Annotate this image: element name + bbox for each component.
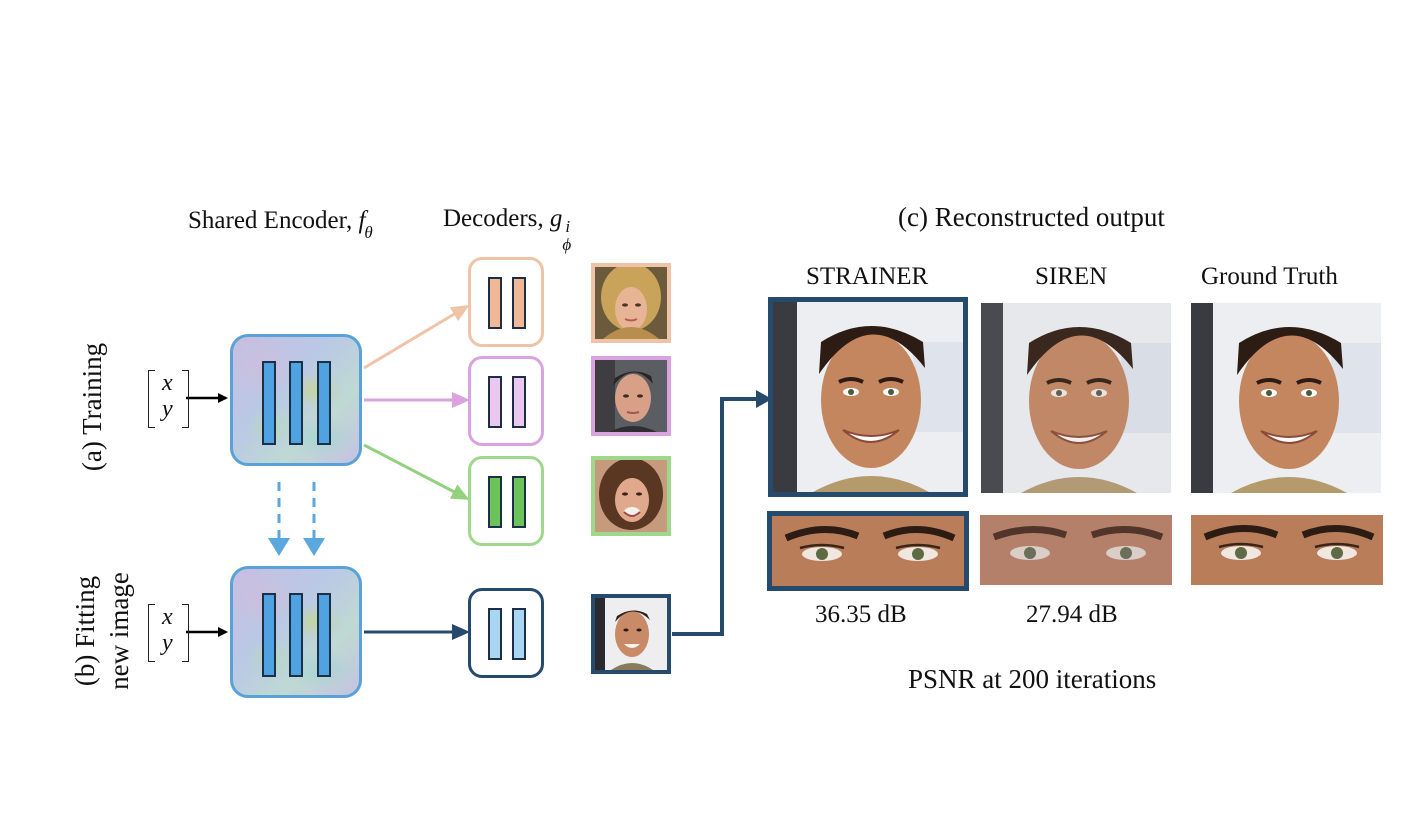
arrow-to-reconstruction-head — [756, 390, 772, 408]
column-title-ground-truth: Ground Truth — [1201, 263, 1338, 290]
decoder-2 — [468, 356, 544, 446]
column-title-siren: SIREN — [1035, 263, 1108, 290]
decoder-layer — [488, 376, 502, 428]
arrow-to-reconstruction — [672, 397, 766, 636]
coord-input-fitting: x y — [148, 604, 189, 662]
coord-input-training: x y — [148, 370, 189, 428]
decoder-new — [468, 588, 544, 678]
decoder-layer — [488, 277, 502, 329]
dashed-arrow-left-head — [268, 538, 290, 556]
reconstructed-header: (c) Reconstructed output — [898, 202, 1165, 232]
decoders-subscript: ϕ — [562, 235, 572, 254]
shared-encoder-fitting — [230, 566, 362, 698]
decoder-3 — [468, 456, 544, 546]
ground-truth-face — [1191, 303, 1381, 493]
strainer-eye-crop — [767, 511, 969, 591]
coord-x: x — [162, 604, 173, 630]
decoder-layer — [488, 608, 502, 660]
coord-x: x — [162, 370, 173, 396]
new-face-input — [591, 594, 671, 674]
encoder-layer — [289, 361, 303, 445]
row-label-fitting-line2: new image — [104, 572, 134, 690]
encoder-layer — [289, 593, 303, 677]
decoder-layer — [512, 376, 526, 428]
dashed-arrow-right-head — [303, 538, 325, 556]
decoder-layer — [512, 277, 526, 329]
decoder-layer — [488, 476, 502, 528]
encoder-layer — [317, 361, 331, 445]
siren-output-face — [981, 303, 1171, 493]
arrow-to-decoder-1 — [363, 304, 470, 370]
decoders-superscript: i — [565, 217, 571, 236]
encoder-layer — [317, 593, 331, 677]
siren-eye-crop — [980, 515, 1172, 585]
psnr-caption: PSNR at 200 iterations — [908, 664, 1157, 694]
decoders-symbol: g — [549, 205, 563, 232]
shared-encoder-training — [230, 334, 362, 466]
encoder-header: Shared Encoder, fθ — [188, 207, 373, 242]
decoder-1 — [468, 257, 544, 347]
strainer-output-face — [768, 297, 968, 497]
ground-truth-eye-crop — [1191, 515, 1383, 585]
psnr-strainer: 36.35 dB — [815, 601, 907, 628]
arrow-to-decoder-3 — [363, 443, 470, 500]
psnr-siren: 27.94 dB — [1026, 601, 1118, 628]
encoder-layer — [262, 361, 276, 445]
encoder-subscript: θ — [364, 223, 373, 242]
training-face-2 — [591, 356, 671, 436]
decoder-layer — [512, 608, 526, 660]
row-label-fitting-line1: (b) Fitting — [70, 575, 100, 687]
training-face-3 — [591, 456, 671, 536]
training-face-1 — [591, 263, 671, 343]
row-label-training: (a) Training — [77, 342, 107, 472]
coord-y: y — [162, 396, 173, 422]
column-title-strainer: STRAINER — [806, 263, 929, 290]
decoder-layer — [512, 476, 526, 528]
encoder-layer — [262, 593, 276, 677]
encoder-symbol: f — [358, 207, 366, 234]
coord-y: y — [162, 630, 173, 656]
